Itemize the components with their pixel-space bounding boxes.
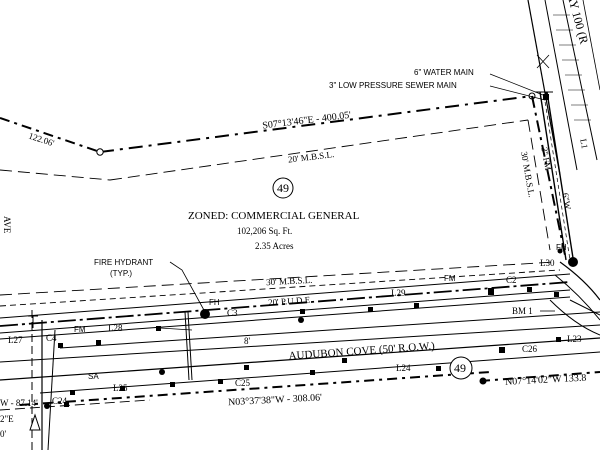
highway-edge — [527, 0, 600, 176]
sewer-main-label: 3" LOW PRESSURE SEWER MAIN — [329, 81, 457, 90]
bottom-bearing: N03°37'38"W - 308.06' — [228, 392, 323, 408]
bottom-left-fragment: 2"E — [0, 414, 14, 424]
road-name: AUDUBON COVE (50' R.O.W.) — [288, 340, 435, 362]
bottom-right-bearing: N07°14'02"W 133.8 — [505, 373, 587, 388]
bottom-left-fragment-2: 0' — [0, 429, 7, 439]
curve-c3: C3 — [227, 308, 238, 318]
area-sqft: 102,206 Sq. Ft. — [237, 226, 292, 236]
area-acres: 2.35 Acres — [255, 241, 294, 251]
fm-label-2: FM — [444, 274, 456, 283]
utility-markers — [58, 287, 561, 407]
line-l29: L29 — [391, 288, 406, 298]
top-property-line — [0, 92, 566, 256]
fire-hydrants — [44, 248, 578, 409]
fire-hydrant-label: FIRE HYDRANT — [94, 258, 153, 267]
left-distance: 122.06' — [27, 131, 56, 149]
line-l23: L23 — [567, 334, 582, 344]
line-l30: L30 — [540, 258, 555, 268]
fm-right-label: 3" FM — [539, 146, 553, 171]
top-bearing: S07°13'46"E - 400.05' — [262, 110, 352, 132]
curve-c2: C2 — [506, 275, 517, 285]
mbsl-top-label: 20' M.B.S.L. — [287, 149, 334, 165]
lot-number-circle — [272, 177, 294, 199]
water-main-label: 6" WATER MAIN — [414, 68, 474, 77]
sa-label: SA — [88, 372, 99, 381]
road-lines — [0, 261, 600, 411]
line-l28: L28 — [108, 323, 123, 333]
utility-lines-right — [535, 91, 574, 261]
setback-lines — [0, 119, 561, 307]
bottom-left-structures — [28, 310, 56, 450]
fh-label-1: FH — [209, 298, 220, 307]
lot-number-circle-lower — [449, 356, 473, 380]
line-l24: L24 — [396, 363, 411, 373]
line-l25: L25 — [113, 383, 128, 393]
pude-label: 20' P.U.D.E. — [268, 294, 313, 307]
curve-c4: C4 — [46, 333, 57, 343]
fire-hydrant-typ: (TYP.) — [110, 269, 132, 278]
bottom-left-bearing: W - 87.14' — [0, 398, 38, 408]
lot-number-lower: 49 — [454, 361, 466, 375]
mbsl-bottom-label: 30' M.B.S.L. — [266, 275, 313, 287]
fm-label-1: FM — [74, 325, 86, 334]
left-street-fragment: AVE — [2, 216, 12, 234]
line-l27: L27 — [8, 335, 23, 345]
lot-number: 49 — [277, 181, 289, 195]
zoning-label: ZONED: COMMERCIAL GENERAL — [188, 210, 360, 222]
curve-c26: C26 — [522, 344, 538, 354]
curve-c24: C24 — [52, 396, 68, 406]
eight-ft-label: 8' — [244, 336, 251, 346]
fh-label-2: FH — [556, 243, 567, 252]
line-l1: L1 — [578, 138, 590, 150]
bm-label: BM 1 — [512, 306, 533, 316]
w-right-label: 6"W — [560, 192, 573, 211]
curve-c25: C25 — [235, 378, 251, 388]
